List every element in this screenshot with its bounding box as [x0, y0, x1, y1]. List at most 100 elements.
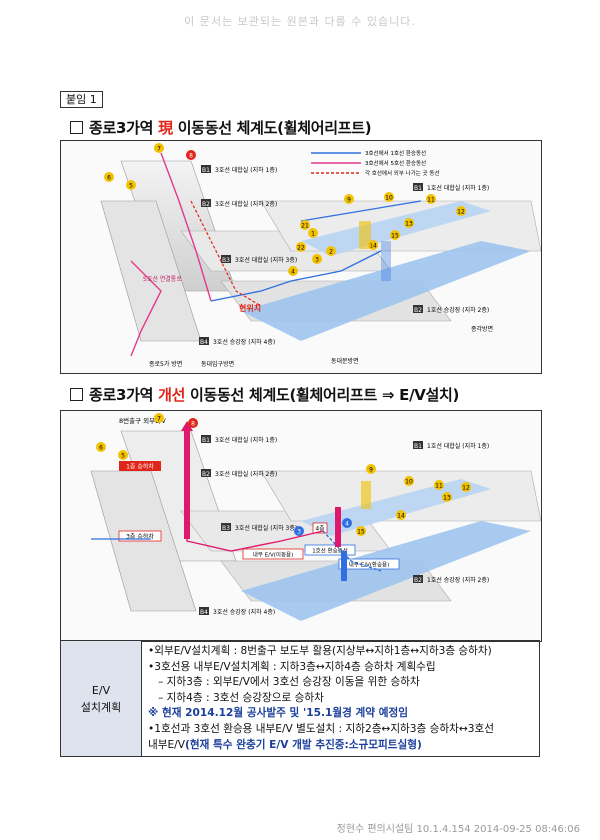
exit-dir-b: 동대문방면: [331, 357, 359, 365]
exit-badges: 7 8 6 5 9 10 11 12 13 14 15 3 4: [96, 413, 471, 536]
exit-badge: 8: [189, 153, 193, 160]
level-b3-name: 3호선 대합실 (지하 3층): [235, 524, 297, 532]
exit-dir-c: 동대입구방면: [201, 360, 234, 368]
level-b1-num: B1: [202, 437, 210, 444]
transfer-label: 5호선 연결통로: [143, 275, 182, 283]
level-b3-name: 3호선 대합실 (지하 3층): [235, 256, 297, 264]
improved-flow-diagram: 8번출구 외부E/V B1 3호선 대합실 (지하 1층) B2 3호선 대합실…: [60, 410, 542, 642]
exit-badge: 2: [329, 249, 333, 256]
document-header: 이 문서는 보관되는 원본과 다를 수 있습니다.: [0, 0, 600, 40]
level-b4-num: B4: [200, 609, 208, 616]
exit-badge: 13: [405, 221, 413, 228]
level-labels: B1 3호선 대합실 (지하 1층) B2 3호선 대합실 (지하 2층) B3…: [199, 165, 489, 346]
legend: 3호선에서 1호선 환승동선 3호선에서 5호선 환승동선 각 호선에서 외부 …: [311, 149, 440, 177]
plan-line: •1호선과 3호선 환승용 내부E/V 별도설치 : 지하2층↔지하3층 승하차…: [148, 722, 495, 735]
exit-badge: 14: [397, 513, 405, 520]
current-flow-svg: B1 3호선 대합실 (지하 1층) B2 3호선 대합실 (지하 2층) B3…: [100, 143, 541, 368]
level-b4-name: 3호선 승강장 (지하 4층): [213, 338, 275, 346]
exit-badge: 10: [405, 479, 413, 486]
exit-dir-d: 종로5가 방면: [149, 360, 182, 368]
exit-badge: 9: [347, 197, 351, 204]
exit-badge: 12: [462, 485, 470, 492]
plan-line-last: 내부E/V(현재 특수 완충기 E/V 개발 추진중:소규모피트실형): [148, 738, 533, 754]
exit-badge: 13: [443, 495, 451, 502]
level-b2-name: 3호선 대합실 (지하 2층): [215, 200, 277, 208]
exit-badge: 8: [191, 421, 195, 428]
level-1b1-name: 1호선 대합실 (지하 1층): [427, 184, 489, 192]
level-b2-num: B2: [202, 201, 210, 208]
exit-badge: 10: [385, 195, 393, 202]
level-1b1-name: 1호선 대합실 (지하 1층): [427, 442, 489, 450]
floor1-tag: 1층 승하차: [126, 463, 154, 471]
top-note: 8번출구 외부E/V: [119, 416, 166, 425]
inner-ev-tag: 내부 E/V(이동용): [253, 551, 293, 559]
current-position-label: 현위치: [239, 303, 261, 313]
improved-flow-svg: 8번출구 외부E/V B1 3호선 대합실 (지하 1층) B2 3호선 대합실…: [90, 413, 541, 621]
exit-badge: 11: [427, 197, 435, 204]
level-1b2-name: 1호선 승강장 (지하 2층): [427, 306, 489, 314]
level-b2-num: B2: [202, 471, 210, 478]
plan-line: •외부E/V설치계획 : 8번출구 보도부 활용(지상부↔지하1층↔지하3층 승…: [148, 645, 492, 657]
exit-badge: 4: [291, 269, 295, 276]
legend-item-2: 3호선에서 5호선 환승동선: [365, 159, 426, 167]
section2-title: 종로3가역 개선 이동동선 체계도(휠체어리프트 ⇒ E/V설치): [70, 384, 459, 405]
plan-line: – 지하4층 : 3호선 승강장으로 승하차: [158, 691, 324, 704]
plan-last-prefix: 내부E/V: [148, 738, 186, 751]
floor4-tag: 4층: [315, 525, 325, 533]
plan-line-note: ※ 현재 2014.12월 공사발주 및 '15.1월경 계약 예정임: [148, 707, 408, 720]
exit-badge: 9: [369, 467, 373, 474]
exit-badge: 15: [357, 529, 365, 536]
level-b2-name: 3호선 대합실 (지하 2층): [215, 470, 277, 478]
section1-suffix: 이동동선 체계도(휠체어리프트): [177, 119, 372, 137]
exit-dir-a: 종각방면: [471, 325, 493, 333]
level-b1-name: 3호선 대합실 (지하 1층): [215, 436, 277, 444]
exit-badge: 4: [345, 521, 349, 528]
legend-item-1: 3호선에서 1호선 환승동선: [365, 149, 426, 157]
footer-stamp: 정현수 편의시설팀 10.1.4.154 2014-09-25 08:46:06: [336, 824, 580, 835]
section2-suffix: 이동동선 체계도(휠체어리프트 ⇒ E/V설치): [190, 386, 460, 404]
exit-badge: 3: [315, 257, 319, 264]
level-b4-name: 3호선 승강장 (지하 4층): [213, 608, 275, 616]
legend-item-3: 각 호선에서 외부 나가는 곳 동선: [365, 169, 440, 177]
ev-plan-table: E/V 설치계획 •외부E/V설치계획 : 8번출구 보도부 활용(지상부↔지하…: [60, 639, 540, 758]
plan-body-cell: •외부E/V설치계획 : 8번출구 보도부 활용(지상부↔지하1층↔지하3층 승…: [141, 639, 540, 758]
level-b3-num: B3: [222, 257, 230, 264]
level-b1-name: 3호선 대합실 (지하 1층): [215, 166, 277, 174]
section1-highlight: 現: [158, 119, 173, 137]
transfer1-tag: 1호선 환승동선: [312, 547, 348, 555]
section1-prefix: 종로3가역: [89, 119, 154, 137]
attachment-label: 붙임 1: [60, 91, 103, 108]
exit-badge: 6: [99, 445, 103, 452]
section1-title: 종로3가역 現 이동동선 체계도(휠체어리프트): [70, 117, 372, 138]
exit-badge: 3: [297, 529, 301, 536]
level-1b1-num: B1: [414, 443, 422, 450]
plan-label-line2: 설치계획: [80, 700, 122, 714]
section2-highlight: 개선: [158, 386, 186, 404]
exit-badge: 7: [157, 146, 161, 153]
checkbox-square-icon: [70, 388, 83, 401]
plan-line: – 지하3층 : 외부E/V에서 3호선 승강장 이동을 위한 승하차: [158, 676, 420, 689]
exit-badge: 5: [129, 183, 133, 190]
exit-badge: 11: [435, 483, 443, 490]
inner-ev2-tag: 내부 E/V(환승용): [349, 561, 389, 569]
exit-badge: 15: [391, 233, 399, 240]
level-1b2-name: 1호선 승강장 (지하 2층): [427, 576, 489, 584]
current-flow-diagram: B1 3호선 대합실 (지하 1층) B2 3호선 대합실 (지하 2층) B3…: [60, 140, 542, 374]
level-b1-num: B1: [202, 167, 210, 174]
plan-label-cell: E/V 설치계획: [60, 639, 142, 758]
exit-badge: 6: [107, 175, 111, 182]
exit-badge: 14: [369, 243, 377, 250]
plan-last-blue: (현재 특수 완충기 E/V 개발 추진중:소규모피트실형): [185, 738, 422, 751]
floor3-tag: 3층 승하차: [126, 533, 154, 541]
level-1b2-num: B2: [414, 307, 422, 314]
section2-prefix: 종로3가역: [89, 386, 154, 404]
exit-badge: 21: [301, 223, 309, 230]
checkbox-square-icon: [70, 121, 83, 134]
exit-badge: 7: [157, 416, 161, 423]
faded-header-text: 이 문서는 보관되는 원본과 다를 수 있습니다.: [184, 15, 416, 28]
level-labels: B1 3호선 대합실 (지하 1층) B2 3호선 대합실 (지하 2층) B3…: [199, 435, 489, 616]
level-1b2-num: B2: [414, 577, 422, 584]
plan-label-line1: E/V: [91, 683, 111, 697]
exit-badge: 1: [311, 231, 315, 238]
exit-badge: 22: [297, 245, 305, 252]
